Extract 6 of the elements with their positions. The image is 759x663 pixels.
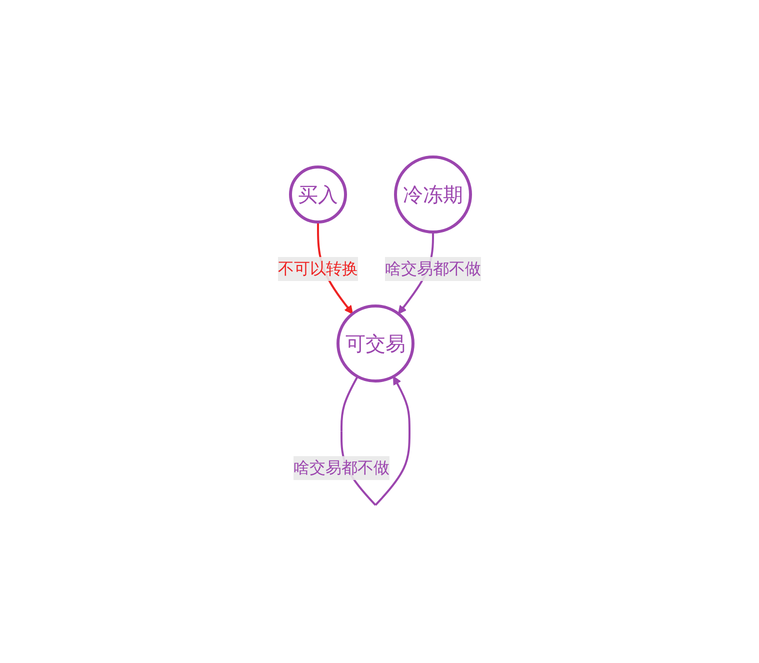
edge-label: 不可以转换 <box>278 259 358 278</box>
node-circle: 冷冻期 <box>394 156 472 234</box>
node-circle: 可交易 <box>336 304 414 383</box>
edge-label: 啥交易都不做 <box>294 458 390 478</box>
edge-label: 啥交易都不做 <box>385 259 481 278</box>
node-circle: 买入 <box>289 166 347 224</box>
